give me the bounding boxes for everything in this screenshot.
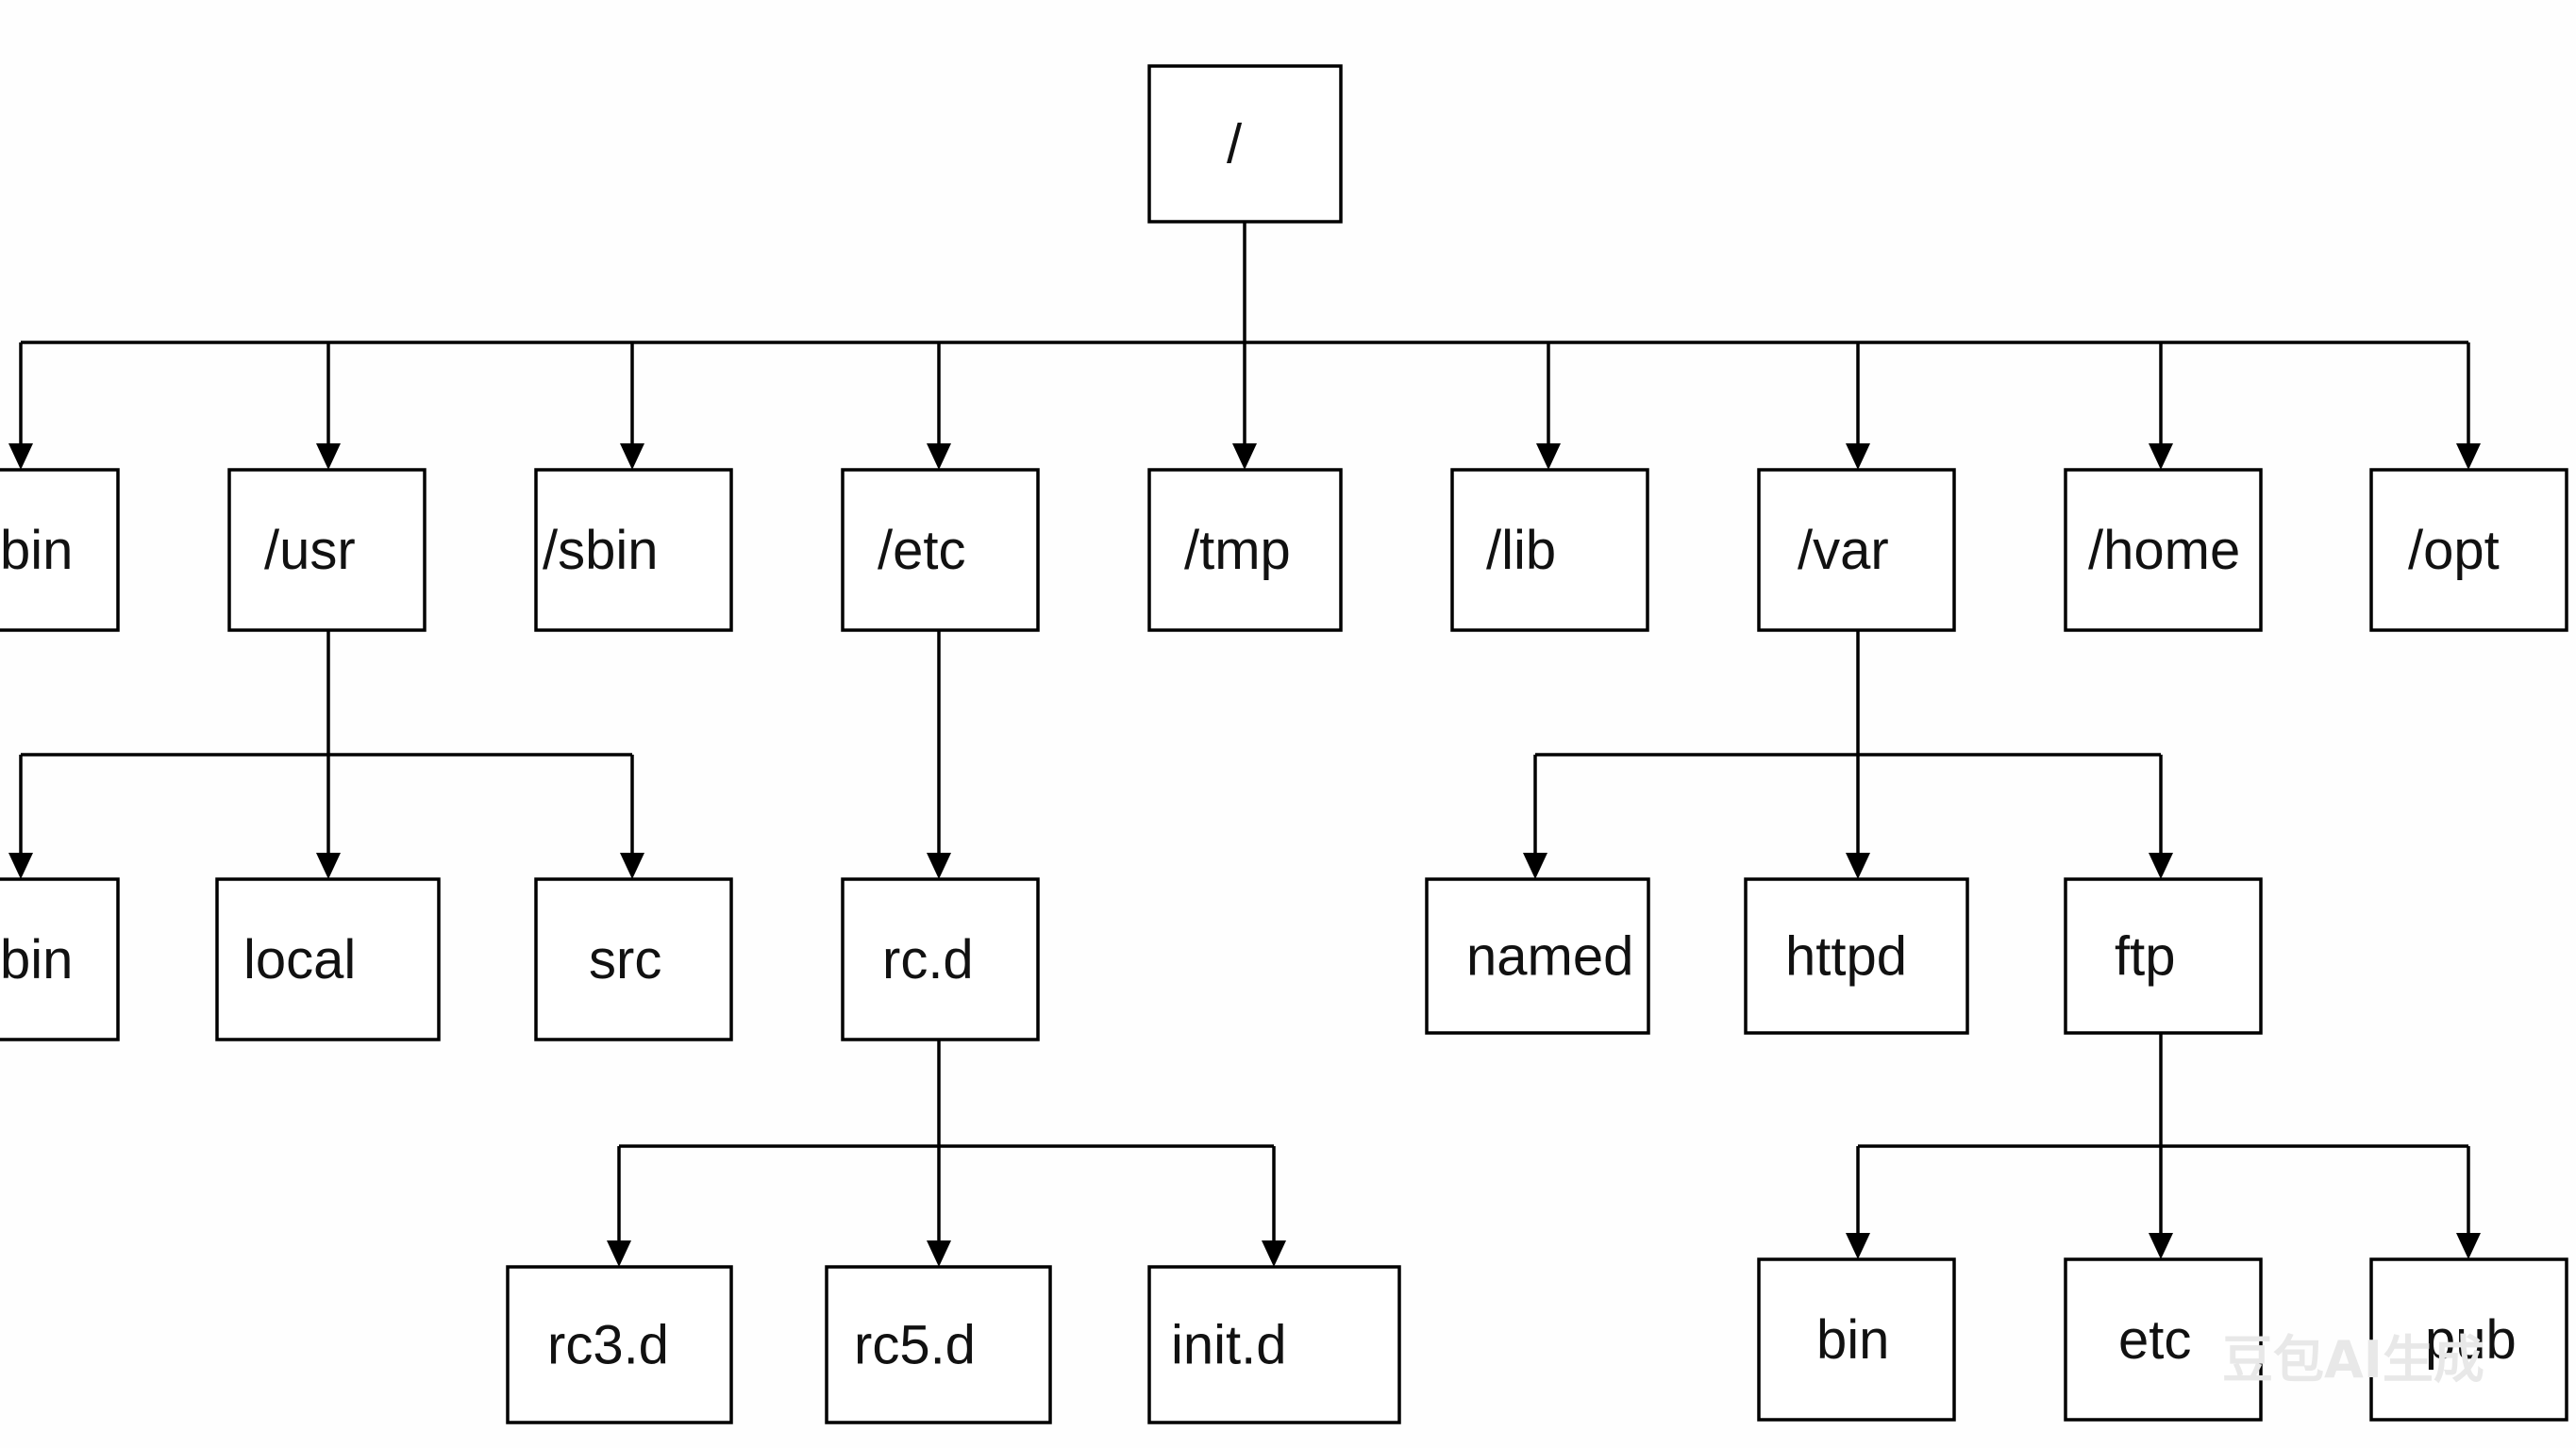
node-level1-usr-label: /usr — [264, 520, 356, 581]
arrowhead-var-to-named — [1523, 853, 1547, 879]
node-var-httpd: httpd — [1744, 877, 1969, 1035]
node-rcd-rc3-d: rc3.d — [506, 1265, 733, 1424]
arrowhead-to-usr — [316, 443, 341, 470]
node-ftp-pub-box — [2369, 1257, 2568, 1422]
arrowhead-to-tmp — [1232, 443, 1257, 470]
node-var-named-box — [1425, 877, 1650, 1035]
node-root-box — [1147, 64, 1343, 224]
node-usr-src-label: src — [589, 929, 661, 990]
node-var-ftp: ftp — [2064, 877, 2263, 1035]
arrowhead-usr-to-bin — [8, 853, 33, 879]
node-rcd-init-d-label: init.d — [1171, 1315, 1287, 1376]
node-etc-rc-d-label: rc.d — [882, 929, 974, 990]
arrowhead-etc-to-rc-d — [927, 853, 951, 879]
tree-edges — [19, 222, 2470, 1257]
arrowhead-to-bin — [8, 443, 33, 470]
node-var-httpd-label: httpd — [1785, 926, 1907, 988]
node-level1-opt: /opt — [2369, 468, 2568, 632]
node-level1-usr: /usr — [227, 468, 427, 632]
node-rcd-rc3-d-label: rc3.d — [547, 1315, 669, 1376]
node-level1-tmp: /tmp — [1147, 468, 1343, 632]
arrowhead-var-to-httpd — [1846, 853, 1870, 879]
node-var-named-label: named — [1466, 926, 1633, 988]
node-level1-etc-label: /etc — [878, 520, 966, 581]
node-level1-sbin-box — [534, 468, 733, 632]
node-level1-var-box — [1757, 468, 1956, 632]
node-var-named: named — [1425, 877, 1650, 1035]
arrowhead-usr-to-src — [620, 853, 644, 879]
node-root-label: / — [1227, 114, 1243, 175]
node-root: / — [1147, 64, 1343, 224]
arrowhead-to-home — [2149, 443, 2173, 470]
node-ftp-bin-box — [1757, 1257, 1956, 1422]
node-ftp-pub-label: pub — [2425, 1309, 2517, 1371]
node-etc-rc-d: rc.d — [841, 877, 1040, 1041]
node-ftp-etc-box — [2064, 1257, 2263, 1422]
arrowhead-to-sbin — [620, 443, 644, 470]
node-ftp-pub: pub — [2369, 1257, 2568, 1422]
node-level1-home: /home — [2064, 468, 2263, 632]
node-ftp-etc: etc — [2064, 1257, 2263, 1422]
node-rcd-rc5-d: rc5.d — [825, 1265, 1052, 1424]
node-level1-tmp-label: /tmp — [1184, 520, 1291, 581]
arrowhead-usr-to-local — [316, 853, 341, 879]
arrowhead-ftp-to-pub — [2456, 1233, 2481, 1259]
node-level1-var: /var — [1757, 468, 1956, 632]
node-usr-src-box — [534, 877, 733, 1041]
node-usr-bin: bin — [0, 877, 120, 1041]
node-level1-lib: /lib — [1450, 468, 1649, 632]
node-level1-lib-box — [1450, 468, 1649, 632]
node-level1-var-label: /var — [1798, 520, 1889, 581]
node-rcd-rc5-d-box — [825, 1265, 1052, 1424]
arrowhead-var-to-ftp — [2149, 853, 2173, 879]
arrowhead-to-lib — [1536, 443, 1561, 470]
node-ftp-etc-label: etc — [2118, 1309, 2191, 1371]
watermark: 豆包AI生成 — [2222, 1330, 2484, 1390]
node-rcd-init-d-box — [1147, 1265, 1401, 1424]
node-usr-bin-label: bin — [0, 929, 73, 990]
node-ftp-bin-label: bin — [1816, 1309, 1889, 1371]
arrowhead-to-etc — [927, 443, 951, 470]
node-level1-etc-box — [841, 468, 1040, 632]
node-var-ftp-label: ftp — [2115, 926, 2176, 988]
node-rcd-init-d: init.d — [1147, 1265, 1401, 1424]
arrowhead-rcd-to-rc5-d — [927, 1240, 951, 1267]
watermark-text: 豆包AI生成 — [2222, 1330, 2484, 1390]
node-level1-opt-label: /opt — [2408, 520, 2500, 581]
node-rcd-rc3-d-box — [506, 1265, 733, 1424]
node-var-httpd-box — [1744, 877, 1969, 1035]
node-level1-bin-box — [0, 468, 120, 632]
node-level1-bin: bin — [0, 468, 120, 632]
node-ftp-bin: bin — [1757, 1257, 1956, 1422]
node-rcd-rc5-d-label: rc5.d — [854, 1315, 976, 1376]
arrowhead-to-var — [1846, 443, 1870, 470]
node-usr-src: src — [534, 877, 733, 1041]
node-usr-bin-box — [0, 877, 120, 1041]
node-level1-home-label: /home — [2088, 520, 2240, 581]
node-etc-rc-d-box — [841, 877, 1040, 1041]
node-level1-bin-label: bin — [0, 520, 73, 581]
node-level1-sbin-label: /sbin — [543, 520, 659, 581]
arrowhead-ftp-to-etc — [2149, 1233, 2173, 1259]
tree-nodes: / bin/usr/sbin/etc/tmp/lib/var/home/opt bi… — [0, 64, 2568, 1424]
node-level1-opt-box — [2369, 468, 2568, 632]
arrowhead-to-opt — [2456, 443, 2481, 470]
tree-arrowheads — [8, 443, 2481, 1267]
node-usr-local-box — [215, 877, 441, 1041]
arrowhead-rcd-to-rc3-d — [607, 1240, 631, 1267]
node-level1-tmp-box — [1147, 468, 1343, 632]
node-level1-home-box — [2064, 468, 2263, 632]
arrowhead-rcd-to-init-d — [1262, 1240, 1286, 1267]
node-level1-etc: /etc — [841, 468, 1040, 632]
node-var-ftp-box — [2064, 877, 2263, 1035]
node-usr-local-label: local — [243, 929, 356, 990]
node-level1-lib-label: /lib — [1486, 520, 1556, 581]
node-level1-sbin: /sbin — [534, 468, 733, 632]
arrowhead-ftp-to-bin — [1846, 1233, 1870, 1259]
node-level1-usr-box — [227, 468, 427, 632]
node-usr-local: local — [215, 877, 441, 1041]
